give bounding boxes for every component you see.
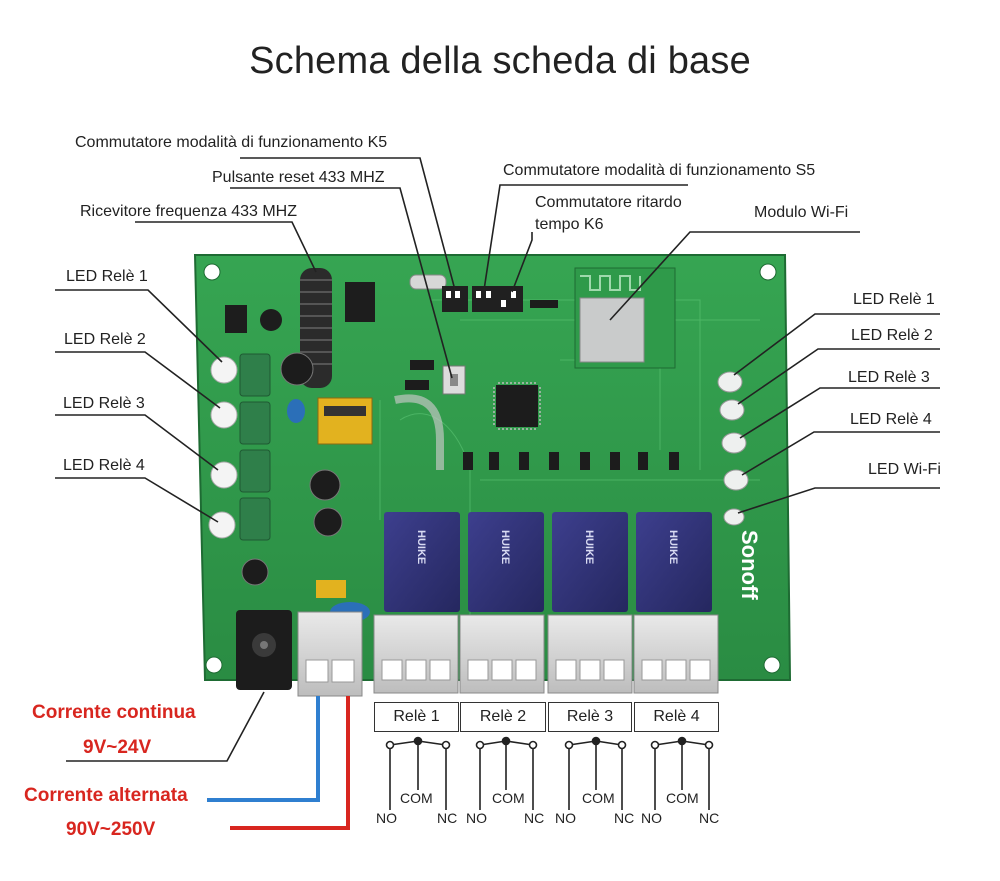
dc-voltage-range: 9V~24V	[83, 737, 152, 758]
electrolytic-capacitors	[241, 352, 343, 586]
ac-wire-neutral	[207, 696, 320, 802]
label-wifi-led: LED Wi-Fi	[868, 461, 941, 478]
label-reset-433: Pulsante reset 433 MHZ	[212, 169, 385, 186]
relay-1-label: Relè 1	[374, 702, 459, 732]
svg-text:HUIKE: HUIKE	[499, 530, 511, 564]
power-terminal-slot	[331, 659, 355, 683]
svg-text:HUIKE: HUIKE	[415, 530, 427, 564]
label-left-led-2: LED Relè 2	[64, 331, 146, 348]
dip-switch-k6	[497, 286, 523, 312]
dc-jack	[236, 610, 292, 690]
sonoff-logo: Sonoff	[737, 530, 762, 600]
relay-2-no: NO	[466, 810, 487, 826]
relay-1-nc: NC	[437, 810, 458, 826]
smd-components	[405, 300, 679, 470]
label-s5-switch: Commutatore modalità di funzionamento S5	[503, 162, 816, 179]
relay-2-com: COM	[492, 790, 525, 806]
relay-4-label: Relè 4	[634, 702, 719, 732]
label-right-led-3: LED Relè 3	[848, 369, 930, 386]
mount-hole	[759, 263, 777, 281]
label-right-led-1: LED Relè 1	[853, 291, 935, 308]
relay-3-com: COM	[582, 790, 615, 806]
relay-2-nc: NC	[524, 810, 545, 826]
transformer	[317, 397, 373, 445]
relay-4-com: COM	[666, 790, 699, 806]
relay-3-nc: NC	[614, 810, 635, 826]
diagram-title: Schema della scheda di base	[249, 40, 751, 82]
relay-2-label: Relè 2	[460, 702, 546, 732]
relay-1-com: COM	[400, 790, 433, 806]
dip-switch-s5	[472, 286, 498, 312]
reset-button-cap	[450, 374, 458, 386]
label-right-led-4: LED Relè 4	[850, 411, 932, 428]
inductor	[260, 309, 282, 331]
led-pipes-left	[208, 353, 271, 541]
mount-hole	[763, 656, 781, 674]
transformer-core	[324, 406, 366, 416]
chip	[345, 282, 375, 322]
relay-4-nc: NC	[699, 810, 720, 826]
crystal	[409, 274, 447, 290]
fuse	[316, 580, 346, 598]
relay-3-no: NO	[555, 810, 576, 826]
wifi-module	[574, 267, 676, 369]
chip	[225, 305, 247, 333]
label-left-led-3: LED Relè 3	[63, 395, 145, 412]
relay-4-no: NO	[641, 810, 662, 826]
label-right-led-2: LED Relè 2	[851, 327, 933, 344]
power-terminal-slot	[305, 659, 329, 683]
label-receiver-433: Ricevitore frequenza 433 MHZ	[80, 203, 297, 220]
mount-hole	[203, 263, 221, 281]
terminal-slots	[381, 659, 711, 681]
svg-text:HUIKE: HUIKE	[583, 530, 595, 564]
dip-switch-k5	[442, 286, 468, 312]
label-left-led-1: LED Relè 1	[66, 268, 148, 285]
leader-lines	[55, 157, 940, 762]
isolation-slot	[394, 394, 444, 470]
label-k6-line1: Commutatore ritardo	[535, 194, 682, 211]
ac-power-label: Corrente alternata	[24, 785, 188, 806]
label-k6-line2: tempo K6	[535, 216, 604, 233]
ac-wire-live	[230, 696, 350, 830]
svg-text:HUIKE: HUIKE	[667, 530, 679, 564]
mount-hole	[205, 656, 223, 674]
label-k5-switch: Commutatore modalità di funzionamento K5	[75, 134, 388, 151]
relays	[384, 512, 712, 612]
label-wifi-module: Modulo Wi-Fi	[754, 204, 849, 221]
relay-contact-symbols	[385, 736, 714, 810]
relay-3-label: Relè 3	[548, 702, 632, 732]
ac-voltage-range: 90V~250V	[66, 819, 156, 840]
relay-markings: HUIKE HUIKE HUIKE HUIKE	[415, 530, 679, 564]
label-left-led-4: LED Relè 4	[63, 457, 145, 474]
varistor	[287, 399, 305, 423]
relay-1-no: NO	[376, 810, 397, 826]
dc-power-label: Corrente continua	[32, 702, 196, 723]
power-terminal	[297, 611, 363, 697]
mcu-chip	[493, 382, 541, 430]
